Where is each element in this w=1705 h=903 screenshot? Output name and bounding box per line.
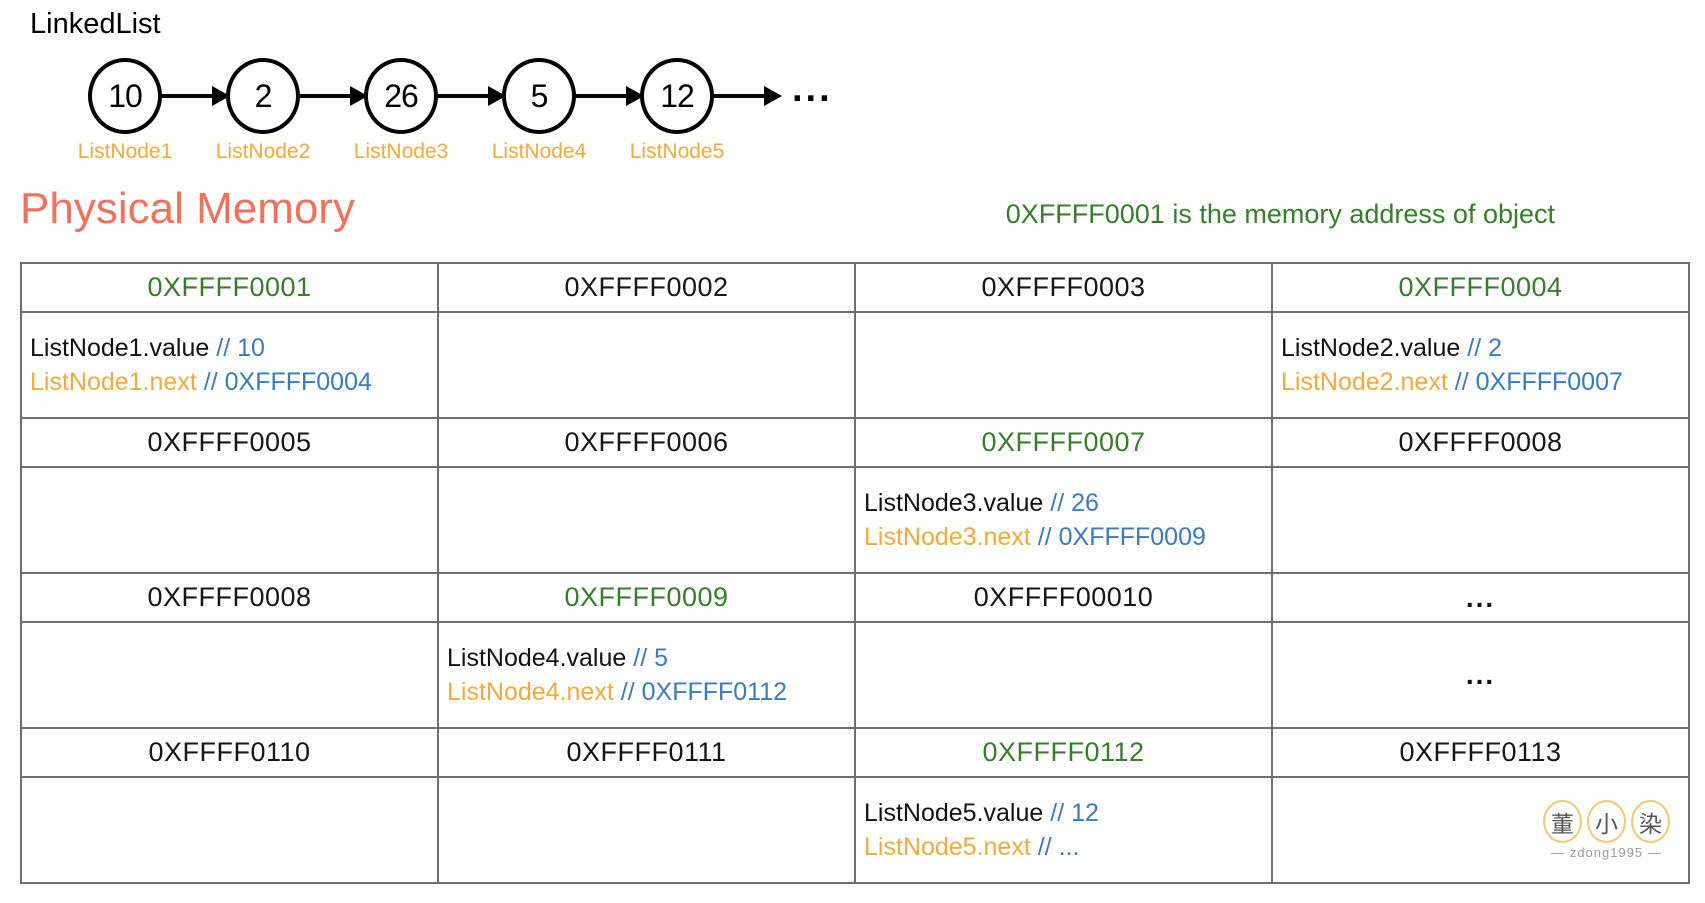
field-name: ListNode5.value [864,799,1044,827]
address-cell: 0XFFFF0008 [20,572,439,623]
watermark: 董 小 染 — zdong1995 — [1543,800,1670,860]
field-comment: // 0XFFFF0112 [620,678,788,706]
address-cell: 0XFFFF0110 [20,727,439,778]
address-row: 0XFFFF0110 0XFFFF0111 0XFFFF0112 0XFFFF0… [20,727,1690,778]
watermark-seals: 董 小 染 [1543,800,1670,843]
linked-list-title: LinkedList [30,8,161,40]
field-comment: // 5 [633,644,669,672]
physical-memory-table: 0XFFFF0001 0XFFFF0002 0XFFFF0003 0XFFFF0… [20,262,1690,884]
memory-empty-cell [854,311,1273,419]
list-node-5: 12 ListNode5 [630,58,724,164]
address-cell: 0XFFFF0113 [1271,727,1690,778]
arrow-right-icon [300,86,368,106]
field-name: ListNode1.next [30,368,197,396]
address-cell: 0XFFFF0007 [854,417,1273,468]
memory-cell-listnode3: ListNode3.value// 26 ListNode3.next// 0X… [854,466,1273,574]
field-comment: // 12 [1050,799,1099,827]
memory-empty-cell [437,311,856,419]
node-label: ListNode4 [491,140,587,163]
field-name: ListNode3.value [864,489,1044,517]
node-circle: 5 [502,58,576,134]
tail-ellipsis: ... [792,68,833,110]
content-row: ListNode5.value// 12 ListNode5.next// ..… [20,776,1690,884]
list-node-2: 2 ListNode2 [216,58,310,164]
address-cell: 0XFFFF0001 [20,262,439,313]
content-row: ListNode3.value// 26 ListNode3.next// 0X… [20,466,1690,574]
memory-cell-listnode5: ListNode5.value// 12 ListNode5.next// ..… [854,776,1273,884]
address-cell: 0XFFFF0006 [437,417,856,468]
linked-list-diagram: 10 ListNode1 2 ListNode2 26 ListNode3 5 … [78,58,833,164]
address-cell: 0XFFFF0112 [854,727,1273,778]
node-label: ListNode1 [77,140,173,163]
field-comment: // 26 [1050,489,1099,517]
field-comment: // 0XFFFF0009 [1037,523,1206,551]
content-row: ListNode1.value// 10 ListNode1.next// 0X… [20,311,1690,419]
node-label: ListNode2 [215,140,311,163]
list-node-1: 10 ListNode1 [78,58,172,164]
node-value: 26 [384,77,419,114]
address-cell: 0XFFFF0005 [20,417,439,468]
node-value: 5 [530,77,549,114]
node-circle: 26 [364,58,438,134]
field-comment: // 2 [1467,334,1503,362]
content-ellipsis-cell: ... [1271,621,1690,729]
field-comment: // 10 [216,334,265,362]
field-comment: // ... [1037,833,1080,861]
node-label: ListNode3 [353,140,449,163]
arrow-right-icon [714,86,782,106]
node-circle: 12 [640,58,714,134]
arrow-right-icon [438,86,506,106]
memory-cell-listnode2: ListNode2.value// 2 ListNode2.next// 0XF… [1271,311,1690,419]
memory-empty-cell [1271,466,1690,574]
field-name: ListNode4.value [447,644,627,672]
node-value: 2 [254,77,273,114]
address-ellipsis-cell: ... [1271,572,1690,623]
memory-empty-cell [20,621,439,729]
field-name: ListNode4.next [447,678,614,706]
field-name: ListNode5.next [864,833,1031,861]
field-name: ListNode3.next [864,523,1031,551]
watermark-cell: 董 小 染 — zdong1995 — [1271,776,1690,884]
field-comment: // 0XFFFF0007 [1454,368,1623,396]
seal-icon: 小 [1587,800,1626,843]
memory-empty-cell [854,621,1273,729]
address-cell: 0XFFFF00010 [854,572,1273,623]
address-row: 0XFFFF0001 0XFFFF0002 0XFFFF0003 0XFFFF0… [20,262,1690,313]
address-cell: 0XFFFF0002 [437,262,856,313]
field-name: ListNode2.value [1281,334,1461,362]
physical-memory-title: Physical Memory [20,184,355,233]
address-cell: 0XFFFF0004 [1271,262,1690,313]
watermark-signature: — zdong1995 — [1551,845,1662,860]
address-row: 0XFFFF0005 0XFFFF0006 0XFFFF0007 0XFFFF0… [20,417,1690,468]
field-name: ListNode2.next [1281,368,1448,396]
seal-icon: 董 [1543,800,1582,843]
memory-empty-cell [437,466,856,574]
list-node-4: 5 ListNode4 [492,58,586,164]
address-cell: 0XFFFF0008 [1271,417,1690,468]
node-value: 10 [108,77,143,114]
seal-icon: 染 [1631,800,1670,843]
arrow-right-icon [576,86,644,106]
node-label: ListNode5 [629,140,725,163]
node-circle: 2 [226,58,300,134]
node-circle: 10 [88,58,162,134]
address-row: 0XFFFF0008 0XFFFF0009 0XFFFF00010 ... [20,572,1690,623]
address-cell: 0XFFFF0111 [437,727,856,778]
memory-address-note: 0XFFFF0001 is the memory address of obje… [1005,199,1555,229]
field-comment: // 0XFFFF0004 [203,368,372,396]
field-name: ListNode1.value [30,334,210,362]
memory-empty-cell [20,466,439,574]
arrow-right-icon [162,86,230,106]
memory-cell-listnode1: ListNode1.value// 10 ListNode1.next// 0X… [20,311,439,419]
memory-cell-listnode4: ListNode4.value// 5 ListNode4.next// 0XF… [437,621,856,729]
memory-empty-cell [437,776,856,884]
list-node-3: 26 ListNode3 [354,58,448,164]
content-row: ListNode4.value// 5 ListNode4.next// 0XF… [20,621,1690,729]
address-cell: 0XFFFF0009 [437,572,856,623]
node-value: 12 [660,77,695,114]
address-cell: 0XFFFF0003 [854,262,1273,313]
memory-empty-cell [20,776,439,884]
